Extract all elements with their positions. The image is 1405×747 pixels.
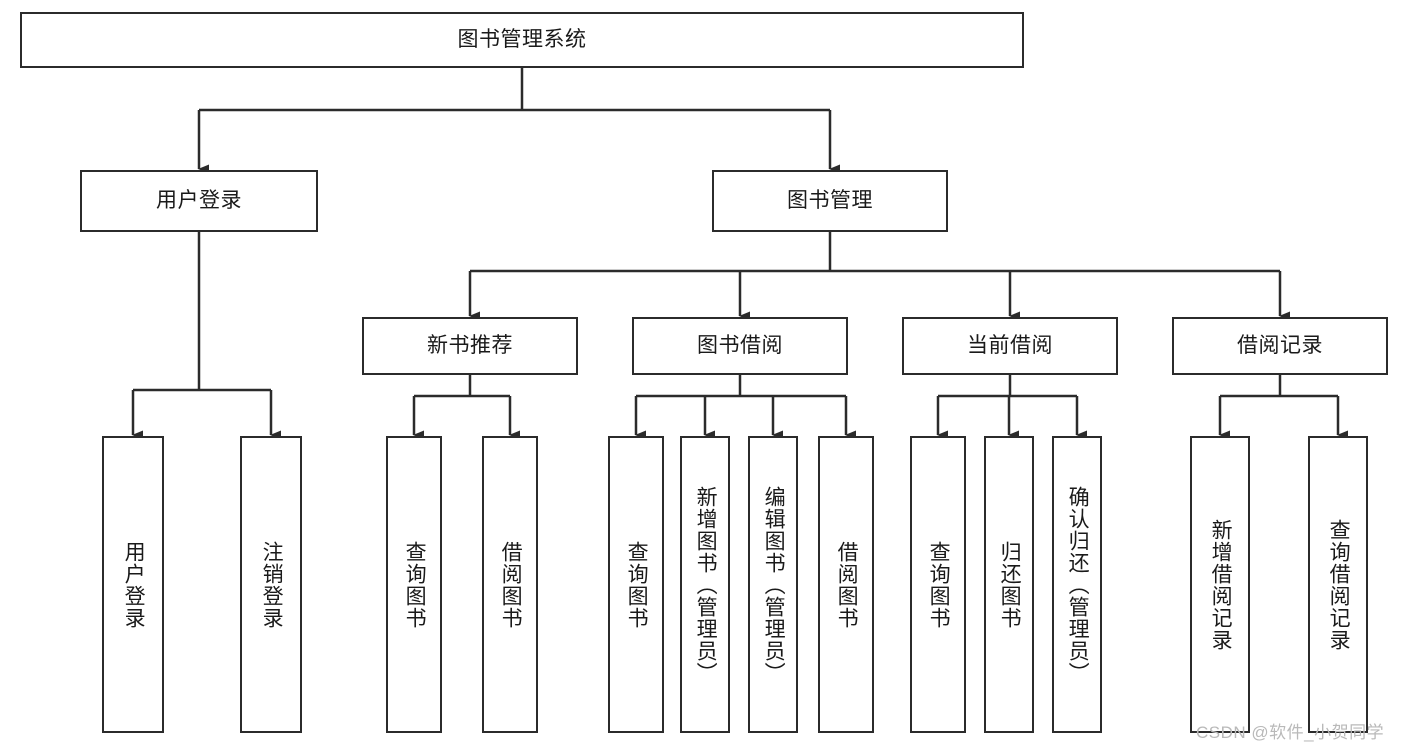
node-label: 新书推荐 — [427, 334, 513, 358]
node-leaf-query-book-3[interactable]: 查询图书 — [910, 436, 966, 733]
node-label: 新增图书（管理员） — [694, 485, 718, 684]
node-label: 新增借阅记录 — [1209, 518, 1233, 651]
node-leaf-query-book-2[interactable]: 查询图书 — [608, 436, 664, 733]
node-borrow-record[interactable]: 借阅记录 — [1172, 317, 1388, 375]
node-label: 注销登录 — [260, 540, 284, 629]
csdn-watermark: CSDN @软件_小贺同学 — [1196, 723, 1385, 742]
node-book-borrow[interactable]: 图书借阅 — [632, 317, 848, 375]
node-label: 查询借阅记录 — [1327, 518, 1351, 651]
node-current-borrow[interactable]: 当前借阅 — [902, 317, 1118, 375]
node-leaf-borrow-book-1[interactable]: 借阅图书 — [482, 436, 538, 733]
node-label: 图书管理 — [787, 189, 873, 213]
edges-group — [131, 68, 1348, 440]
node-leaf-add-record[interactable]: 新增借阅记录 — [1190, 436, 1250, 733]
node-label: 查询图书 — [403, 540, 427, 629]
node-leaf-confirm-return[interactable]: 确认归还（管理员） — [1052, 436, 1102, 733]
node-label: 借阅图书 — [835, 540, 859, 629]
node-label: 编辑图书（管理员） — [762, 485, 786, 684]
node-leaf-query-book-1[interactable]: 查询图书 — [386, 436, 442, 733]
node-label: 用户登录 — [122, 540, 146, 629]
node-label: 图书借阅 — [697, 334, 783, 358]
node-label: 查询图书 — [927, 540, 951, 629]
node-label: 图书管理系统 — [457, 28, 587, 52]
node-user-login[interactable]: 用户登录 — [80, 170, 318, 232]
node-label: 借阅记录 — [1237, 334, 1323, 358]
node-label: 当前借阅 — [967, 334, 1053, 358]
node-label: 确认归还（管理员） — [1066, 485, 1090, 684]
node-root[interactable]: 图书管理系统 — [20, 12, 1024, 68]
node-label: 查询图书 — [625, 540, 649, 629]
node-book-manage[interactable]: 图书管理 — [712, 170, 948, 232]
node-label: 用户登录 — [156, 189, 242, 213]
node-leaf-edit-book[interactable]: 编辑图书（管理员） — [748, 436, 798, 733]
node-label: 归还图书 — [998, 540, 1022, 629]
node-leaf-user-login[interactable]: 用户登录 — [102, 436, 164, 733]
node-leaf-borrow-book-2[interactable]: 借阅图书 — [818, 436, 874, 733]
node-new-book-rec[interactable]: 新书推荐 — [362, 317, 578, 375]
node-leaf-add-book[interactable]: 新增图书（管理员） — [680, 436, 730, 733]
node-leaf-query-record[interactable]: 查询借阅记录 — [1308, 436, 1368, 733]
node-label: 借阅图书 — [499, 540, 523, 629]
node-leaf-user-logout[interactable]: 注销登录 — [240, 436, 302, 733]
node-leaf-return-book[interactable]: 归还图书 — [984, 436, 1034, 733]
